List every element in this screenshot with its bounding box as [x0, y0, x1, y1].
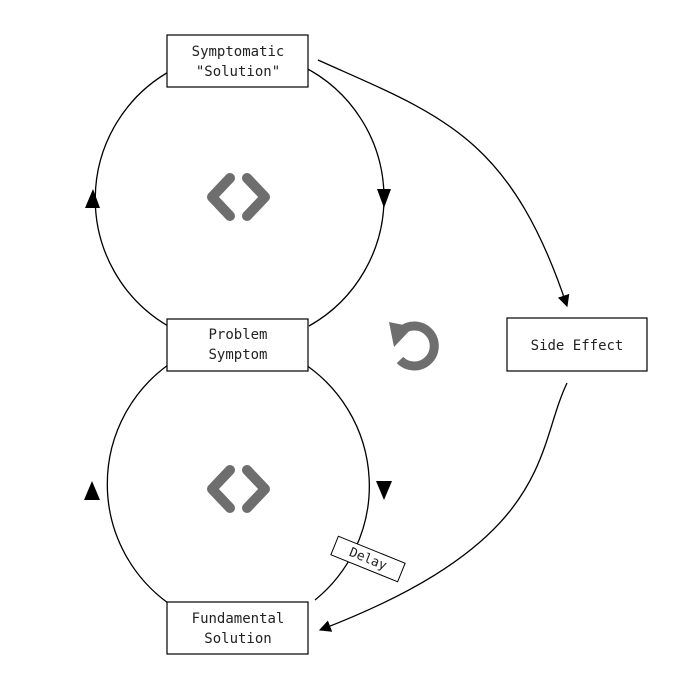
node-problem-symptom-line-1: Problem	[208, 327, 267, 343]
node-fundamental-solution-line-1: Fundamental	[192, 611, 285, 627]
lower-loop-left-arc	[106, 364, 169, 604]
node-problem-symptom-line-2: Symptom	[208, 347, 267, 363]
upper-loop-right-arrow	[377, 189, 391, 208]
upper-balancing-loop-icon	[207, 173, 270, 221]
link-side-effect-to-fundamental	[318, 382, 568, 632]
node-problem-symptom: Problem Symptom	[166, 318, 309, 372]
upper-loop-left-arrow	[85, 189, 100, 208]
node-fundamental-solution: Fundamental Solution	[166, 601, 309, 655]
lower-loop-right-arc	[302, 362, 370, 601]
node-fundamental-solution-line-2: Solution	[204, 631, 271, 647]
node-symptomatic-solution-line-2: "Solution"	[196, 64, 280, 80]
lower-loop-right-arrow	[376, 481, 392, 500]
upper-loop-right-arc	[301, 65, 385, 327]
node-symptomatic-solution: Symptomatic "Solution"	[166, 34, 309, 88]
node-side-effect: Side Effect	[506, 317, 648, 372]
reinforcing-loop-icon	[389, 321, 439, 371]
link-solution-to-side-effect	[317, 59, 570, 308]
upper-loop-left-arc	[94, 69, 173, 327]
node-symptomatic-solution-line-1: Symptomatic	[192, 44, 285, 60]
lower-loop-left-arrow	[84, 481, 100, 500]
node-side-effect-label: Side Effect	[531, 338, 624, 354]
lower-balancing-loop-icon	[207, 465, 270, 513]
delay-tag: Delay	[330, 535, 406, 583]
